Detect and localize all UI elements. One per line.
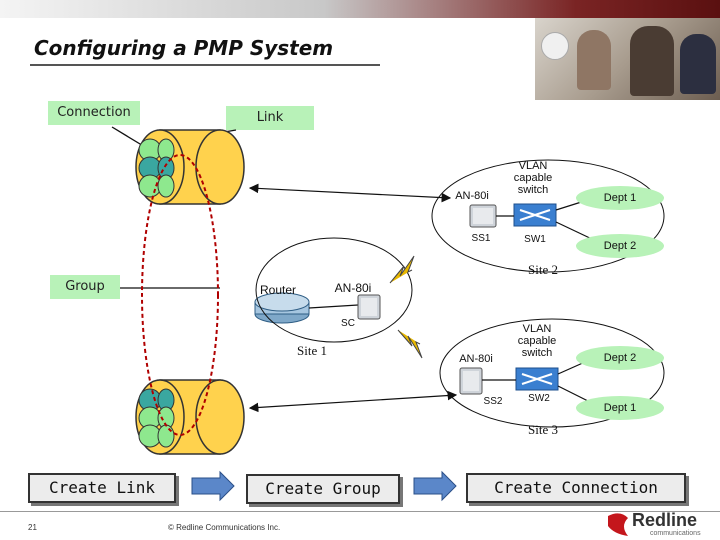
site2-label: Site 2 (528, 262, 558, 277)
group-ellipse (141, 154, 219, 436)
link-pipe-bottom (135, 379, 245, 455)
create-link-step: Create Link (28, 473, 176, 503)
site1-radio-label: AN-80i (334, 281, 372, 295)
sc-radio-icon (357, 294, 381, 320)
ss1-label: SS1 (471, 233, 491, 244)
site2-radio-label: AN-80i (455, 190, 489, 202)
link-pipe-top (135, 129, 245, 205)
sw1-switch-icon (513, 203, 557, 227)
brand-subtitle: communications (650, 530, 701, 537)
group-label: Group (50, 275, 120, 299)
sw2-label: SW2 (528, 393, 550, 404)
link-label: Link (226, 106, 314, 130)
sc-label: SC (341, 318, 355, 329)
link-arrow-top (248, 183, 452, 203)
site1-label: Site 1 (297, 343, 327, 358)
site2-boundary (431, 159, 665, 273)
site3-boundary (439, 318, 665, 428)
sw2-switch-icon (515, 367, 559, 391)
redline-logo-icon (608, 513, 628, 536)
sw1-label: SW1 (524, 234, 546, 245)
company-seal-icon (541, 32, 569, 60)
link-arrow-bottom (248, 390, 458, 413)
site2-dept-bottom: Dept 2 (576, 234, 664, 258)
router-label: Router (259, 283, 297, 297)
page-number: 21 (28, 523, 37, 532)
footer-rule (0, 511, 720, 512)
wireless-link-icon (389, 255, 415, 284)
ss2-label: SS2 (483, 396, 503, 407)
person-figure (577, 30, 611, 90)
flow-arrow-1 (191, 470, 235, 502)
site3-dept-top: Dept 2 (576, 346, 664, 370)
person-figure (680, 34, 716, 94)
router-icon (254, 292, 310, 324)
ss1-radio-icon (469, 204, 497, 228)
top-banner (0, 0, 720, 18)
create-connection-step: Create Connection (466, 473, 686, 503)
brand-name: Redline (632, 510, 698, 530)
site3-radio-label: AN-80i (459, 353, 493, 365)
site2-switch-label: VLAN capable switch (513, 160, 553, 196)
site3-switch-label: VLAN capable switch (517, 323, 557, 359)
flow-arrow-2 (413, 470, 457, 502)
copyright-text: © Redline Communications Inc. (168, 523, 281, 532)
site3-dept-bottom: Dept 1 (576, 396, 664, 420)
person-figure (630, 26, 674, 96)
create-group-step: Create Group (246, 474, 400, 504)
slide-title: Configuring a PMP System (34, 36, 334, 60)
header-photo (535, 18, 720, 100)
title-underline (30, 64, 380, 66)
site1-boundary (255, 237, 413, 343)
ss2-radio-icon (459, 367, 483, 395)
site3-label: Site 3 (528, 422, 558, 437)
connection-label: Connection (48, 101, 140, 125)
site2-dept-top: Dept 1 (576, 186, 664, 210)
wireless-link-icon (397, 329, 423, 359)
